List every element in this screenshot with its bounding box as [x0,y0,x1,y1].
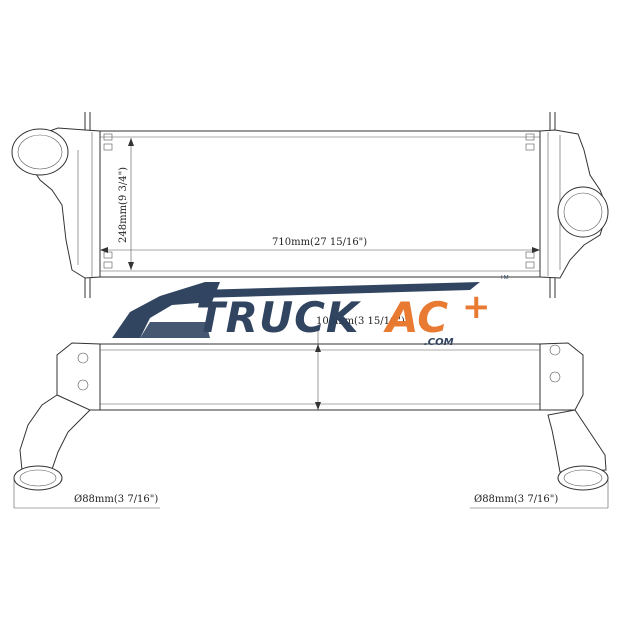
left-inlet-top [13,465,63,491]
core-top [99,343,541,411]
logo-word-ac: AC [383,293,448,342]
depth-dimension-label: 100mm(3 15/16") [316,316,405,327]
right-tank-top [539,342,584,411]
right-inlet-front [557,186,609,238]
logo-word-truck: TRUCK [196,293,362,342]
truck-ac-logo: TRUCK AC + .COM TM [112,275,509,348]
right-elbow-pipe [547,409,607,473]
left-inlet-front [11,128,69,176]
right-diameter-label: Ø88mm(3 7/16") [474,494,558,505]
core-front [99,130,541,278]
height-dimension-label: 248mm(9 3/4") [118,167,129,243]
width-dimension-label: 710mm(27 15/16") [272,237,367,248]
front-view: 248mm(9 3/4") 710mm(27 15/16") [11,112,609,298]
logo-domain: .COM [424,337,454,348]
left-elbow-pipe [19,394,91,476]
left-diameter-label: Ø88mm(3 7/16") [74,494,158,505]
truck-silhouette-icon [112,282,220,338]
logo-plus: + [462,287,491,327]
top-view: 100mm(3 15/16") Ø88mm(3 7/16") Ø88mm(3 7… [13,316,609,509]
right-inlet-top [557,465,609,491]
logo-trademark: TM [500,275,509,281]
